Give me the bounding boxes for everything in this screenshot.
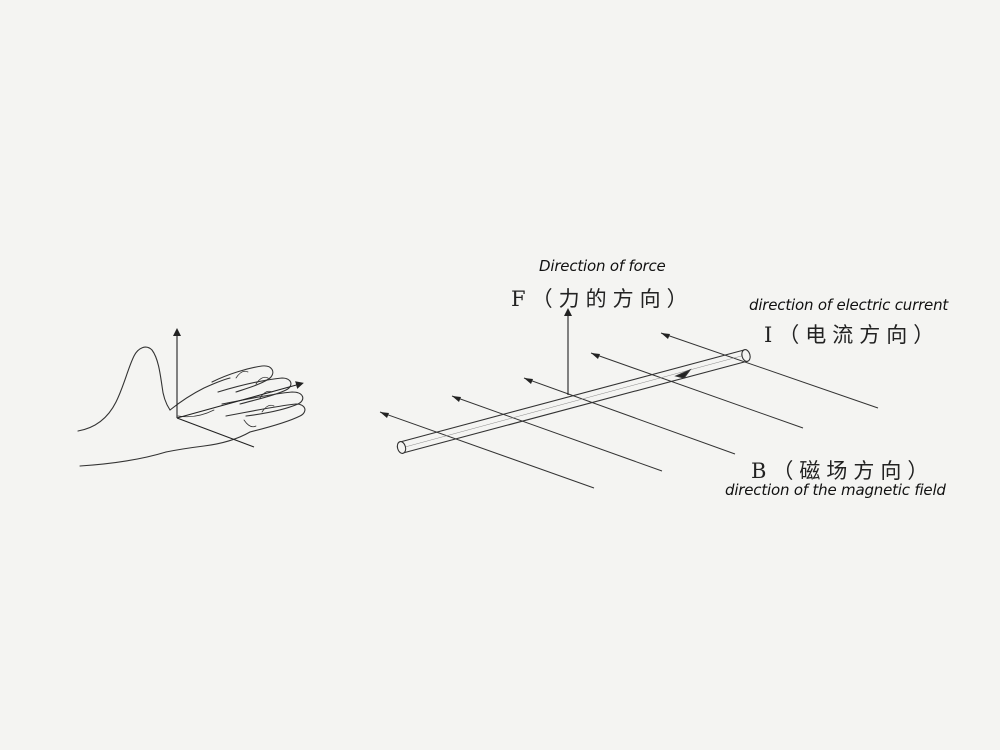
finger-upper bbox=[211, 365, 274, 393]
force-label-en: Direction of force bbox=[539, 257, 666, 275]
field-arrowhead bbox=[524, 378, 533, 384]
current-label-en: direction of electric current bbox=[749, 296, 949, 314]
field-line bbox=[523, 377, 736, 455]
finger-third bbox=[221, 391, 304, 417]
rod-right-end bbox=[741, 349, 751, 362]
field-line bbox=[660, 332, 879, 409]
field-arrowhead bbox=[661, 333, 670, 339]
hand-field-line bbox=[176, 417, 255, 448]
rod-current-arrowhead bbox=[674, 368, 692, 379]
field-arrowhead bbox=[591, 353, 600, 359]
rod-left-end bbox=[396, 441, 407, 454]
force-label-zh: F（力的方向） bbox=[511, 287, 694, 311]
field-line bbox=[379, 411, 595, 489]
palm-top-outline bbox=[169, 377, 231, 411]
field-label-zh: B（磁场方向） bbox=[751, 459, 935, 483]
palm-bottom-outline bbox=[165, 431, 251, 453]
field-arrowheads bbox=[380, 333, 670, 418]
finger-lower bbox=[225, 403, 306, 433]
current-label-zh: I（电流方向） bbox=[764, 323, 941, 347]
field-label-en: direction of the magnetic field bbox=[725, 481, 946, 499]
field-arrowhead bbox=[380, 412, 389, 418]
field-arrowhead bbox=[452, 396, 461, 402]
finger-second bbox=[217, 377, 292, 405]
left-hand-icon bbox=[77, 346, 306, 467]
wrist-outline bbox=[79, 451, 167, 467]
thumb-outline bbox=[77, 346, 171, 432]
hand-axes bbox=[173, 328, 304, 448]
conductor-rod bbox=[396, 349, 751, 454]
hand-current-arrow bbox=[176, 381, 304, 419]
field-line bbox=[590, 352, 804, 429]
field-lines bbox=[379, 332, 879, 489]
field-line bbox=[451, 395, 663, 472]
